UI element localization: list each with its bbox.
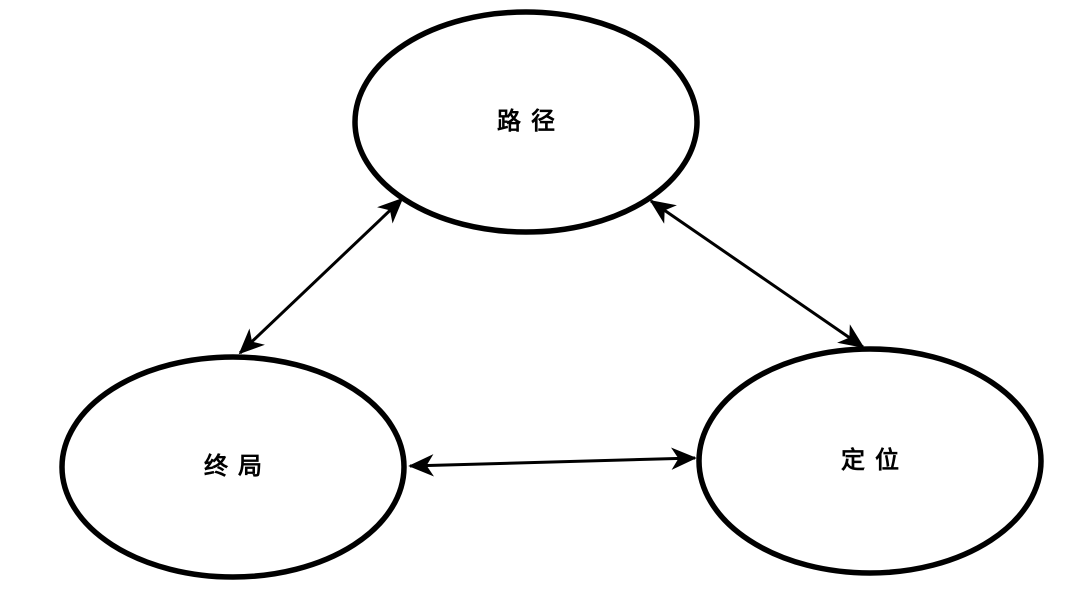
edge-endgame-path-arrow — [238, 197, 404, 355]
node-label-positioning: 定位 — [841, 446, 909, 474]
node-label-endgame: 终局 — [204, 452, 272, 480]
node-ellipse-positioning — [696, 346, 1044, 576]
edge-endgame-positioning-arrow — [408, 447, 697, 477]
node-ellipse-path — [352, 9, 700, 235]
node-label-path: 路径 — [497, 107, 565, 135]
edge-path-positioning-arrow — [649, 199, 865, 349]
node-ellipse-endgame — [59, 354, 407, 580]
